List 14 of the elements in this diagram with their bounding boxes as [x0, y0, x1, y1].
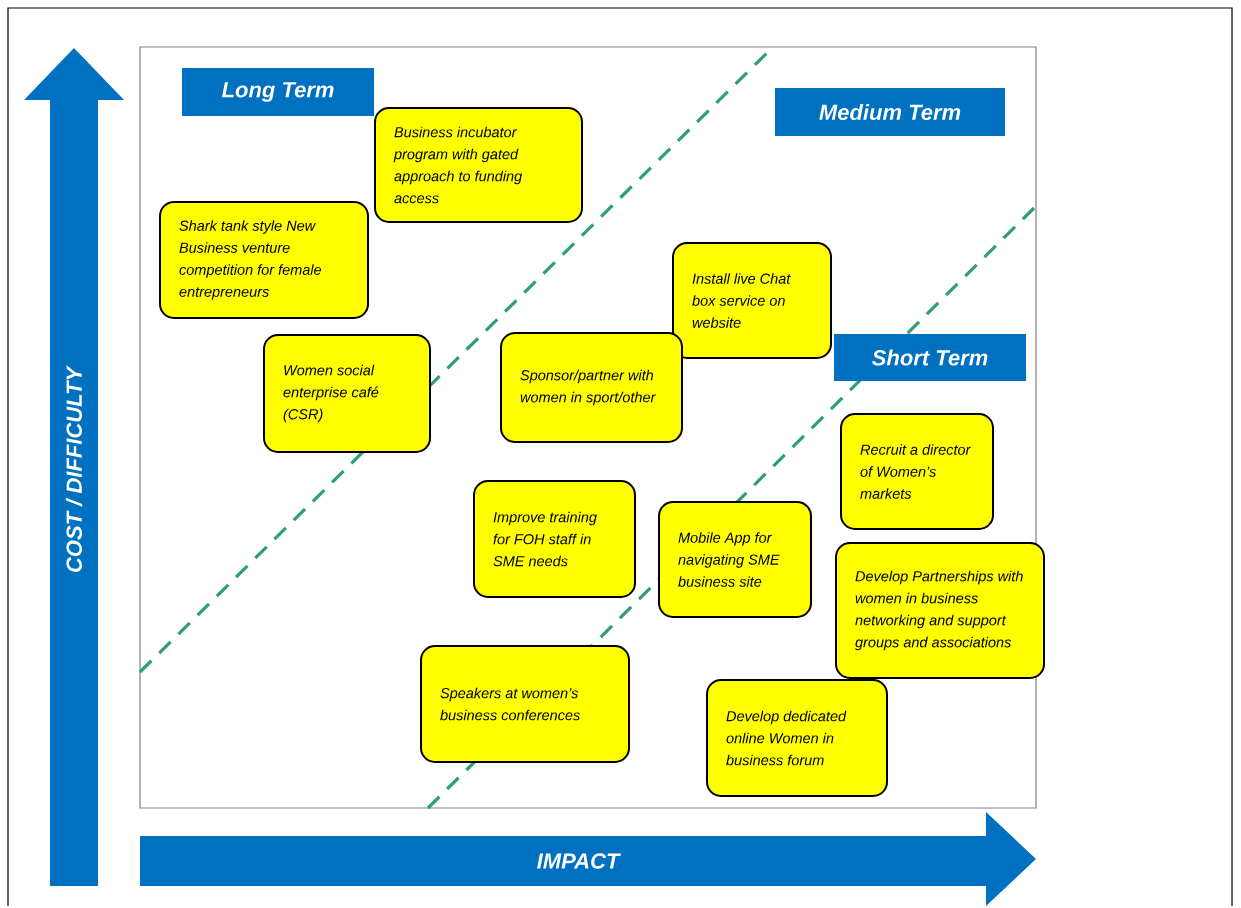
term-label: Short Term [834, 334, 1026, 381]
idea-box: Improve training for FOH staff in SME needs [473, 480, 636, 598]
idea-box: Develop Partnerships with women in business networking and support groups and associations [835, 542, 1045, 679]
idea-box: Install live Chat box service on website [672, 242, 832, 359]
term-label: Medium Term [775, 88, 1005, 136]
idea-box: Sponsor/partner with women in sport/other [500, 332, 683, 443]
idea-box: Business incubator program with gated approach to funding access [374, 107, 583, 223]
idea-box: Speakers at women’s business conferences [420, 645, 630, 763]
idea-box: Develop dedicated online Women in business forum [706, 679, 888, 797]
idea-box: Mobile App for navigating SME business site [658, 501, 812, 618]
idea-box: Women social enterprise café (CSR) [263, 334, 431, 453]
idea-box: Shark tank style New Business venture competition for female entrepreneurs [159, 201, 369, 319]
idea-box: Recruit a director of Women’s markets [840, 413, 994, 530]
term-label: Long Term [182, 68, 374, 116]
